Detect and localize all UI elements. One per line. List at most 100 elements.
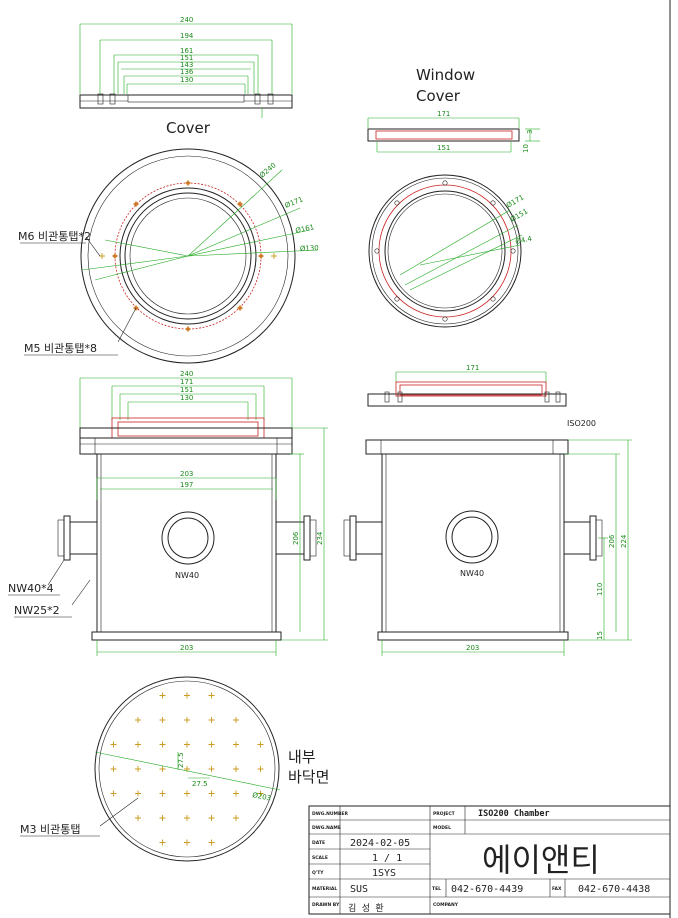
m3-tap-mark xyxy=(159,790,166,797)
m3-tap-mark xyxy=(159,692,166,699)
cover-dim-161: Ø161 xyxy=(295,223,315,235)
tb-material-label: MATERIAL xyxy=(312,886,337,892)
front-dim-206: 206 xyxy=(292,531,300,545)
top-dim-130: 130 xyxy=(180,76,193,84)
tb-project: ISO200 Chamber xyxy=(478,809,550,819)
nw25-count-label: NW25*2 xyxy=(14,604,60,617)
m3-tap-mark xyxy=(208,741,215,748)
top-dim-143: 143 xyxy=(180,61,193,69)
bottom-dim-dia203: Ø203 xyxy=(252,791,272,802)
m3-tap-mark xyxy=(208,815,215,821)
m3-tap-mark xyxy=(208,717,215,723)
m3-tap-mark xyxy=(208,692,215,699)
cover-dim-130: Ø130 xyxy=(300,244,319,253)
tb-fax: 042-670-4438 xyxy=(578,884,650,895)
bottom-dim-27-5-v: 27.5 xyxy=(177,752,185,768)
front-dim-203-bottom: 203 xyxy=(180,644,193,652)
side-dim-203: 203 xyxy=(466,644,479,652)
m3-tap-mark xyxy=(233,815,239,821)
window-dim-dia4: Ø4.4 xyxy=(515,235,533,246)
tb-dwg-name-label: DWG.NAME xyxy=(312,825,341,831)
m3-tap-mark xyxy=(159,717,166,723)
m6-tap-label: M6 비관통탭*2 xyxy=(18,230,91,243)
m3-tap-mark xyxy=(135,766,141,772)
front-right-port xyxy=(275,515,317,561)
window-title-line1: Window xyxy=(416,66,475,84)
front-dim-240: 240 xyxy=(180,370,193,378)
window-dim-171: 171 xyxy=(437,110,450,118)
front-dim-130: 130 xyxy=(180,394,193,402)
m3-tap-mark xyxy=(184,741,190,748)
m3-tap-mark xyxy=(257,741,264,748)
cover-title: Cover xyxy=(166,119,211,137)
bottom-dim-27-5-h: 27.5 xyxy=(192,780,208,788)
chamber-front-view: 240 171 151 130 NW40 xyxy=(8,370,328,656)
m3-tap-mark xyxy=(233,766,239,772)
m3-tap-mark xyxy=(135,815,141,821)
inner-bottom-label-1: 내부 xyxy=(288,748,316,766)
window-dim-10: 10 xyxy=(522,144,530,153)
m3-tap-mark xyxy=(159,741,166,748)
m3-tap-mark xyxy=(233,741,239,748)
top-dim-136: 136 xyxy=(180,68,194,76)
side-dim-110: 110 xyxy=(596,583,604,596)
m3-tap-mark xyxy=(184,717,190,723)
tb-qty-label: Q'TY xyxy=(312,870,324,876)
side-center-port: NW40 xyxy=(445,510,499,578)
m3-tap-label: M3 비관통탭 xyxy=(20,823,80,836)
tb-date: 2024-02-05 xyxy=(350,838,410,849)
title-block: DWG.NUMBER DWG.NAME DATE SCALE Q'TY MATE… xyxy=(308,805,671,915)
top-dim-151: 151 xyxy=(180,54,193,62)
inner-bottom-plate-view: 27.5 27.5 Ø203 내부 바닥면 M3 비관통탭 xyxy=(20,676,329,862)
window-title-line2: Cover xyxy=(416,87,461,105)
m3-tap-mark xyxy=(257,790,264,797)
tb-tel: 042-670-4439 xyxy=(451,884,523,895)
m3-tap-mark xyxy=(257,766,264,772)
front-port-label: NW40 xyxy=(175,571,199,580)
tb-date-label: DATE xyxy=(312,840,325,846)
side-dim-15: 15 xyxy=(596,631,604,640)
m5-tap-label: M5 비관통탭*8 xyxy=(24,342,97,355)
side-dim-206: 206 xyxy=(608,534,616,548)
tb-qty: 1SYS xyxy=(372,868,396,879)
m3-tap-mark xyxy=(159,839,166,846)
front-dim-234: 234 xyxy=(316,531,324,545)
m3-tap-mark xyxy=(110,741,117,748)
tb-material: SUS xyxy=(350,884,368,895)
m3-tap-mark xyxy=(208,766,215,772)
tb-drawn-label: DRAWN BY xyxy=(312,902,340,908)
front-dim-171: 171 xyxy=(180,378,193,386)
top-dim-161: 161 xyxy=(180,47,193,55)
tb-fax-label: FAX xyxy=(552,886,562,892)
window-dim-151: 151 xyxy=(437,144,450,152)
m3-tap-mark xyxy=(110,790,117,797)
window-cover-side-view: Window Cover 171 151 3 10 xyxy=(367,66,540,153)
m3-tap-mark xyxy=(135,717,141,723)
front-dim-203-top: 203 xyxy=(180,470,193,478)
m3-tap-mark xyxy=(110,766,117,772)
m3-tap-mark xyxy=(208,839,215,846)
tb-scale: 1 / 1 xyxy=(372,853,402,864)
m3-tap-mark xyxy=(184,815,190,821)
m3-tap-mark xyxy=(159,766,166,772)
front-dim-151: 151 xyxy=(180,386,193,394)
m3-tap-mark xyxy=(233,717,239,723)
front-left-port xyxy=(57,515,98,561)
m3-tap-mark xyxy=(233,790,239,797)
tb-company: 에이앤티 xyxy=(482,841,600,879)
iso-label: ISO200 xyxy=(567,419,596,428)
side-dim-224: 224 xyxy=(620,534,628,548)
m3-tap-mark xyxy=(135,790,141,797)
m3-tap-mark xyxy=(184,790,190,797)
top-dim-240: 240 xyxy=(180,16,193,24)
front-dim-197: 197 xyxy=(180,481,193,489)
window-dim-3: 3 xyxy=(526,130,534,134)
m3-tap-mark xyxy=(135,741,141,748)
tb-company-label: COMPANY xyxy=(433,902,459,908)
top-dim-194: 194 xyxy=(180,32,194,40)
nw40-count-label: NW40*4 xyxy=(8,582,54,595)
cover-top-view: 240 194 161 151 143 136 130 xyxy=(79,16,293,118)
m3-tap-grid xyxy=(110,692,264,846)
